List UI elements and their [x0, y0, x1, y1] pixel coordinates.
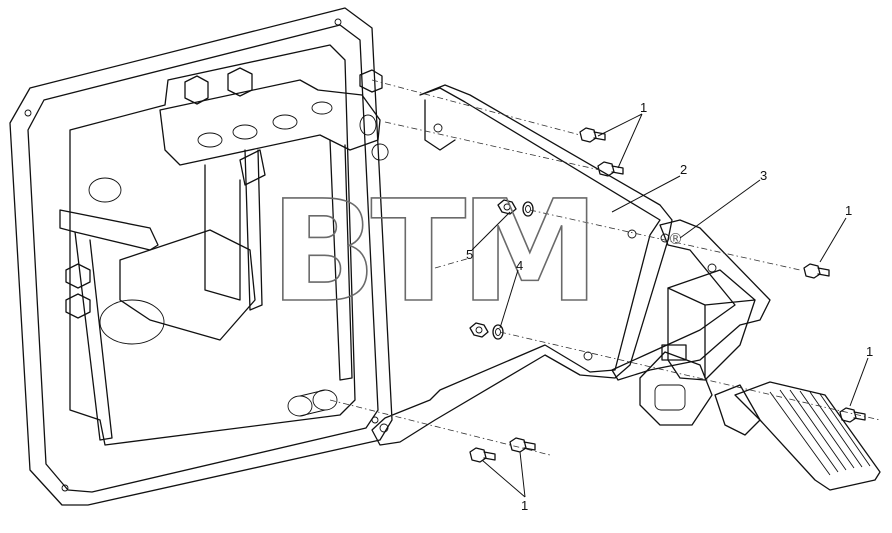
bolt-bottom-2	[509, 437, 536, 453]
btm-watermark: BTM ®	[269, 170, 683, 335]
leader-lines	[471, 113, 869, 498]
bolt-lower-right	[839, 407, 866, 423]
bolts-part-1	[469, 127, 866, 463]
callout-4: 4	[516, 258, 523, 273]
callout-1-right: 1	[845, 203, 852, 218]
callout-5: 5	[466, 247, 473, 262]
accelerator-pedal-assembly	[639, 269, 881, 491]
callout-1-top: 1	[640, 100, 647, 115]
assembly-axis-lines	[329, 79, 881, 456]
callout-1-bottom: 1	[521, 498, 528, 513]
bolt-top-2	[597, 161, 624, 177]
part-3-pedal-bracket	[611, 219, 771, 381]
callout-2: 2	[680, 162, 687, 177]
callout-1-lower-right: 1	[866, 344, 873, 359]
nut-upper	[497, 199, 517, 215]
watermark-registered-mark: ®	[668, 230, 683, 248]
nut-lower	[469, 322, 489, 338]
watermark-text: BTM	[270, 171, 594, 334]
washer-upper	[522, 201, 534, 217]
bolt-right	[803, 263, 830, 279]
callout-3: 3	[760, 168, 767, 183]
callout-labels: 1 2 3 1 1 1 4 5	[466, 100, 873, 513]
bolt-top-1	[579, 127, 606, 143]
mounting-panel	[9, 7, 393, 506]
bolt-bottom-1	[469, 447, 496, 463]
